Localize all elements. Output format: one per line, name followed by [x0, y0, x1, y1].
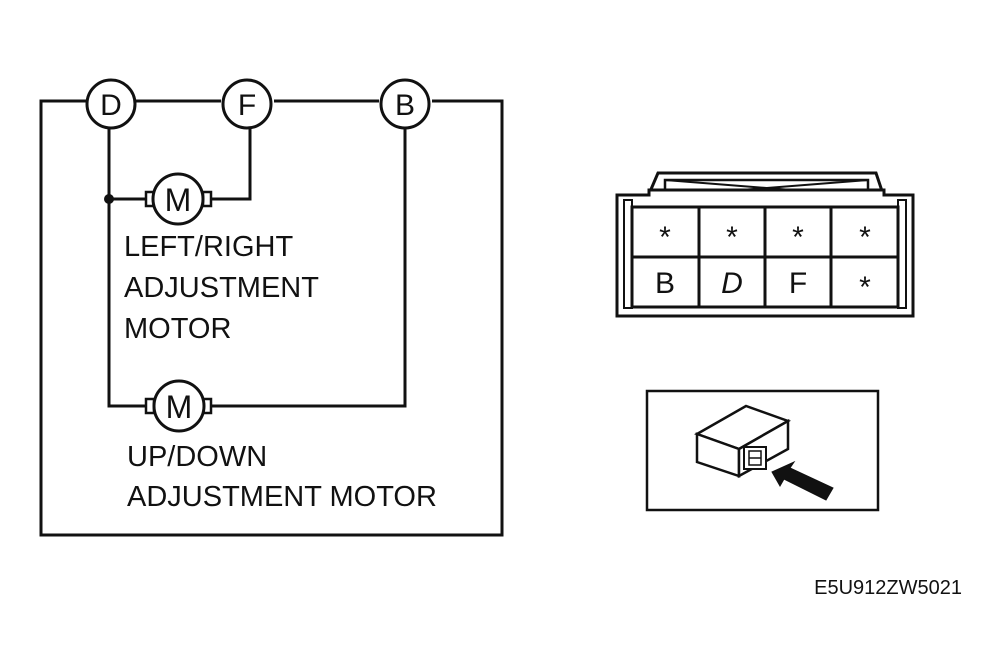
connector-cell-r2c3: F — [789, 267, 807, 300]
terminal-f: F — [221, 78, 273, 130]
terminal-d-label: D — [100, 89, 122, 122]
connector-cell-r2c2: D — [721, 267, 743, 300]
terminal-f-label: F — [238, 89, 256, 122]
terminal-d: D — [85, 78, 137, 130]
terminal-b-label: B — [395, 89, 415, 122]
connector-cell-r1c2: * — [726, 221, 738, 254]
up-down-motor-m: M — [166, 389, 193, 425]
connector-cell-r2c4: * — [859, 271, 871, 304]
left-right-motor-label: LEFT/RIGHT ADJUSTMENT MOTOR — [124, 231, 319, 345]
connector-cell-r2c1: B — [655, 267, 675, 300]
branch-wires — [104, 126, 407, 408]
up-down-motor-label: UP/DOWN ADJUSTMENT MOTOR — [127, 441, 437, 513]
connector-cell-r1c4: * — [859, 221, 871, 254]
control-unit-icon — [694, 404, 791, 479]
left-right-motor-symbol: M — [144, 172, 213, 226]
left-right-label-line1: LEFT/RIGHT — [124, 231, 293, 263]
left-right-label-line2: ADJUSTMENT — [124, 272, 319, 304]
junction-dot — [104, 194, 114, 204]
up-down-label-line2: ADJUSTMENT MOTOR — [127, 481, 437, 513]
locator-arrow-icon — [771, 460, 834, 501]
connector-cell-r1c3: * — [792, 221, 804, 254]
component-locator-inset — [645, 389, 880, 512]
left-right-motor-m: M — [165, 182, 192, 218]
outer-wire — [39, 99, 504, 537]
figure-code: E5U912ZW5021 — [814, 577, 962, 599]
terminal-b: B — [379, 78, 431, 130]
up-down-motor-symbol: M — [144, 379, 213, 433]
connector-cell-r1c1: * — [659, 221, 671, 254]
connector-face: * * * * B D F * — [615, 171, 915, 318]
up-down-label-line1: UP/DOWN — [127, 441, 267, 473]
left-right-label-line3: MOTOR — [124, 313, 231, 345]
